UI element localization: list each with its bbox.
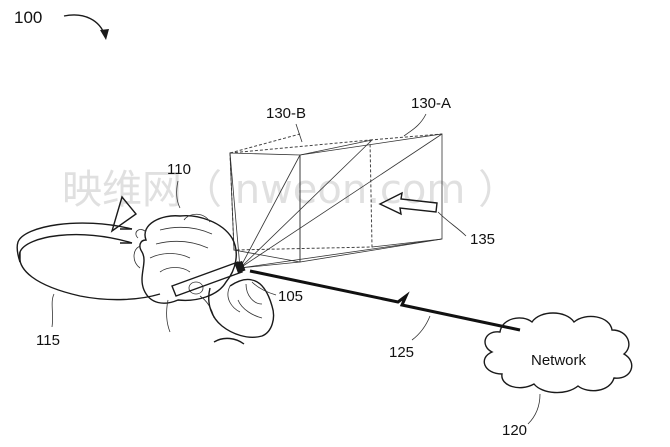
handheld-device-105 <box>171 260 246 297</box>
communication-link-125 <box>249 269 521 332</box>
leader-105 <box>251 281 277 296</box>
label-105: 105 <box>278 288 303 305</box>
rotation-arrow-115 <box>16 195 161 301</box>
figure-number-arrowhead <box>100 29 109 40</box>
network-cloud <box>483 312 633 394</box>
view-rays <box>229 133 443 269</box>
leader-115 <box>51 293 55 328</box>
user-head <box>133 213 237 333</box>
label-125: 125 <box>389 344 414 361</box>
leader-125 <box>411 315 431 341</box>
label-130-b: 130-B <box>266 105 306 122</box>
figure-number-label: 100 <box>14 8 42 27</box>
label-115: 115 <box>36 332 60 349</box>
leader-135 <box>437 211 467 237</box>
figure-number-arrow <box>63 14 106 37</box>
label-110: 110 <box>167 161 191 178</box>
leader-110 <box>176 180 181 209</box>
direction-arrow-135 <box>378 191 438 216</box>
label-120: 120 <box>502 422 527 439</box>
leader-130-b <box>295 123 303 143</box>
leader-130-a <box>403 113 427 137</box>
label-130-a: 130-A <box>411 95 451 112</box>
network-label: Network <box>531 352 587 369</box>
user-hand <box>208 278 275 345</box>
leader-120 <box>527 393 541 425</box>
label-135: 135 <box>470 231 495 248</box>
